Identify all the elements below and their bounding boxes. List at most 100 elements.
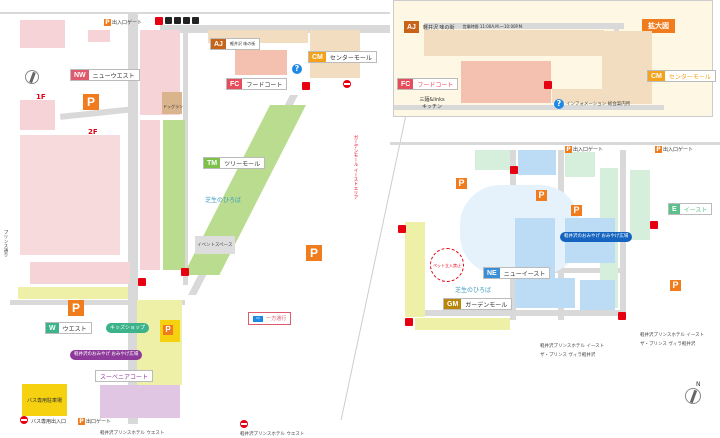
bus-parking-label: バス専用駐車場 [26,397,62,404]
store-block [475,150,510,170]
road [10,300,185,305]
north-compass-icon: N [685,381,701,404]
parking-icon[interactable]: P [68,300,84,316]
hotel-east-label: 軽井沢プリンスホテル イースト [640,333,705,338]
zone-label: ニューウエスト [92,72,135,80]
info-icon[interactable]: ? [554,99,564,109]
zone-label: ガーデンモール [465,301,508,309]
arrow-right-icon: ⇨ [253,315,264,322]
zone-code: NE [484,268,500,278]
gate-label: 出入口ゲート [573,147,604,153]
parking-icon[interactable]: P [163,325,173,335]
store-block [565,152,595,177]
aj-block [424,30,604,56]
gate-label: 出入口ゲート [663,147,694,153]
restroom-icon [405,318,413,326]
cm-block [602,31,652,104]
store-block [20,135,120,255]
restroom-icon [650,221,658,229]
road [424,23,624,29]
kitchen-logo: 三麺&links キッチン [419,97,445,110]
zone-label: ウエスト [62,325,87,333]
road [183,25,188,285]
parking-icon: P [78,418,85,425]
villa-label: ザ・プリンス ヴィラ軽井沢 [540,353,596,358]
road [520,268,620,273]
kids-shop-bubble[interactable]: キッズショップ [106,323,150,333]
zone-label: センターモール [668,73,711,81]
info-label: インフォメーション 総合案内所 [566,102,631,107]
villa-label: ザ・プリンス ヴィラ軽井沢 [640,342,696,347]
souvenir-bubble[interactable]: 軽井沢のおみやげ おみやげ広場 [560,232,633,242]
souvenir-court-tag[interactable]: スーベニアコート [95,370,154,382]
zone-label: フードコート [417,81,454,89]
one-way-sign: ⇨一方通行 [248,312,292,325]
zone-code: CM [309,52,326,62]
restroom-icon [155,17,163,25]
bus-entrance[interactable]: バス専用出入口 [31,418,66,425]
zone-label: ニューイースト [503,270,546,278]
store-block [20,100,55,130]
zone-code: AJ [211,39,226,49]
road [0,12,390,14]
parking-icon[interactable]: P [83,94,99,110]
road [394,105,664,110]
hotel-east-label: 軽井沢プリンスホテル イースト [540,344,605,349]
store-block [140,120,160,270]
facility-icon [183,17,190,24]
park-label: 芝生のひろば [205,197,242,204]
restroom-icon [618,312,626,320]
hotel-west-label: 軽井沢プリンスホテル ウエスト [100,431,165,436]
zone-label: 軽井沢 味の街 [422,24,455,31]
event-space: イベントスペース [195,236,235,254]
parking-icon[interactable]: P [306,245,322,261]
restroom-icon [510,166,518,174]
parking-icon[interactable]: P [456,178,467,189]
inset-title: 拡大図 [642,19,675,33]
no-entry-icon [343,80,351,88]
dog-run-label: ドッグラン [163,104,183,109]
north-label: N [696,381,701,388]
zone-code: FC [398,79,414,89]
info-icon[interactable]: ? [292,64,302,74]
pet-ban-circle: ペット立入禁止 [430,248,464,282]
cm-block [552,89,602,103]
floor-1f: 1F [36,93,46,101]
parking-icon[interactable]: P [536,190,547,201]
gate-label: 出入口ゲート [112,20,143,26]
zone-label: 軽井沢 味の街 [229,41,256,46]
souvenir-bubble[interactable]: 軽井沢のおみやげ おみやげ広場 [70,350,143,360]
zone-label: センターモール [329,54,372,62]
parking-icon: P [655,146,662,153]
store-block [30,262,130,284]
east-area-label: ガーデンモール イーストエリア [353,135,358,200]
road [390,142,720,145]
store-block [580,280,615,310]
road [160,25,390,33]
parking-icon[interactable]: P [670,280,681,291]
facility-icon [174,17,181,24]
parking-icon[interactable]: P [571,205,582,216]
zone-label: イースト [683,206,708,214]
zone-code: CM [648,71,665,81]
restroom-icon [302,82,310,90]
zone-code: AJ [404,21,419,33]
souvenir-court-label: スーベニアコート [100,373,149,381]
